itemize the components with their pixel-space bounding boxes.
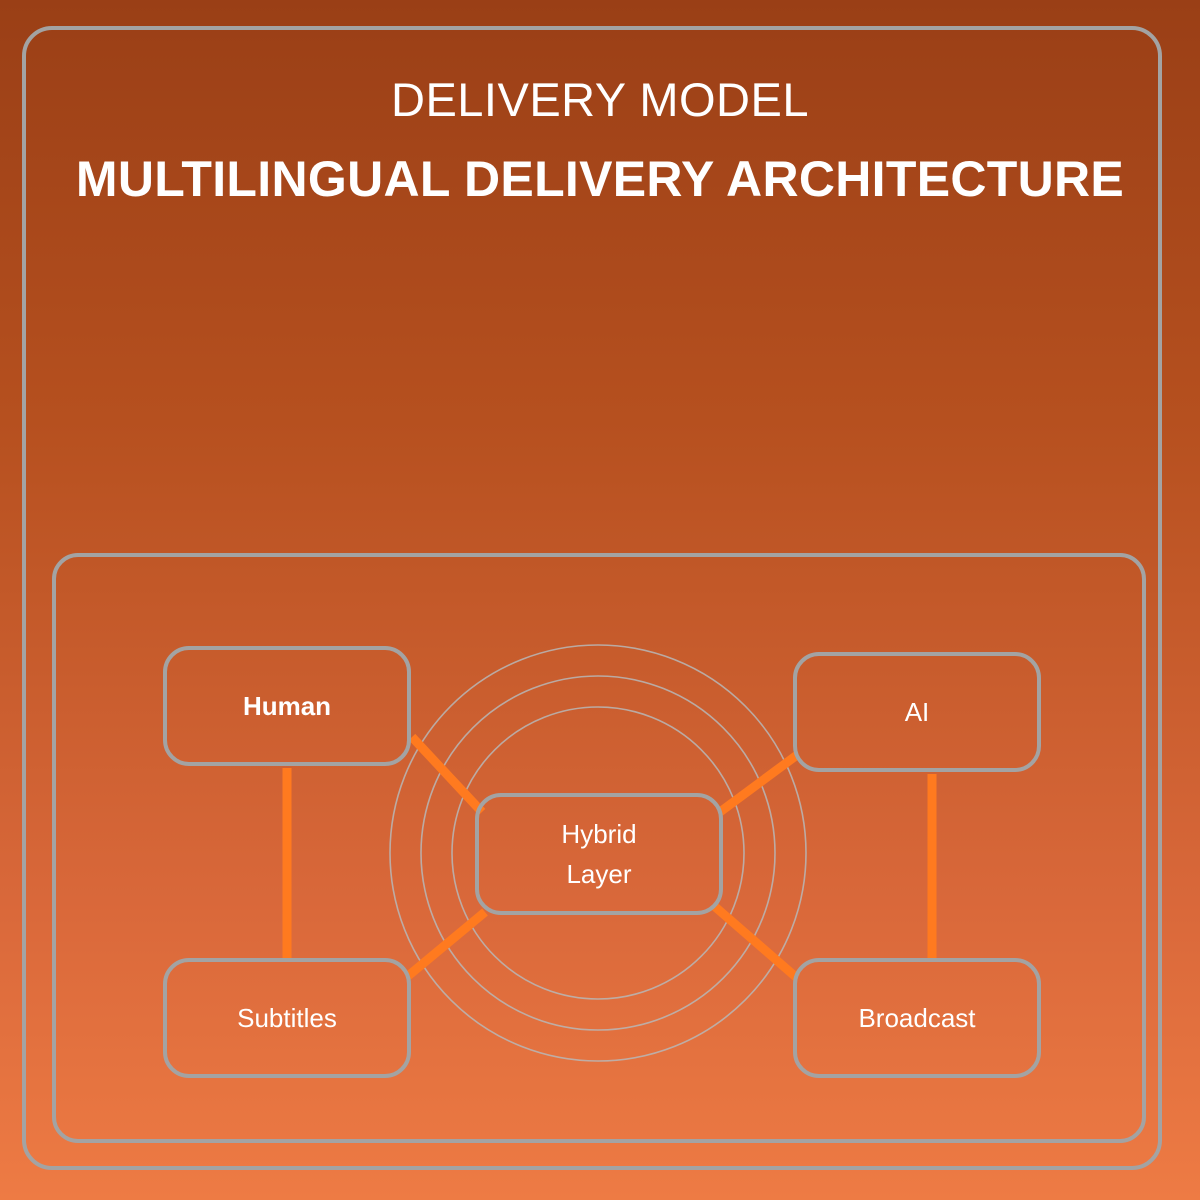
hybrid-rings [389,644,807,1062]
outer-frame [22,26,1162,1170]
diagram-container [52,553,1146,1143]
node-hybrid-label-line2: Layer [566,859,632,889]
node-subtitles-label: Subtitles [237,1003,337,1033]
node-broadcast: Broadcast [793,958,1041,1078]
section-label: DELIVERY MODEL [391,73,809,126]
node-hybrid-label-line1: Hybrid [561,819,637,849]
node-human-label: Human [242,691,332,721]
hybrid-ring-inner [451,706,745,1000]
node-ai-label: AI [904,697,930,727]
node-hybrid-layer: Hybrid Layer [475,793,723,915]
node-human: Human [163,646,411,766]
connector-hybrid-subtitles [405,908,488,980]
connector-hybrid-broadcast [710,901,800,982]
connector-human-hybrid [408,733,486,816]
hybrid-ring-middle [420,675,776,1031]
connector-ai-hybrid [717,751,800,816]
page-title: MULTILINGUAL DELIVERY ARCHITECTURE [75,151,1125,207]
node-broadcast-label: Broadcast [858,1003,976,1033]
hybrid-ring-outer [389,644,807,1062]
connectors [282,733,937,982]
node-subtitles: Subtitles [163,958,411,1078]
node-ai: AI [793,652,1041,772]
